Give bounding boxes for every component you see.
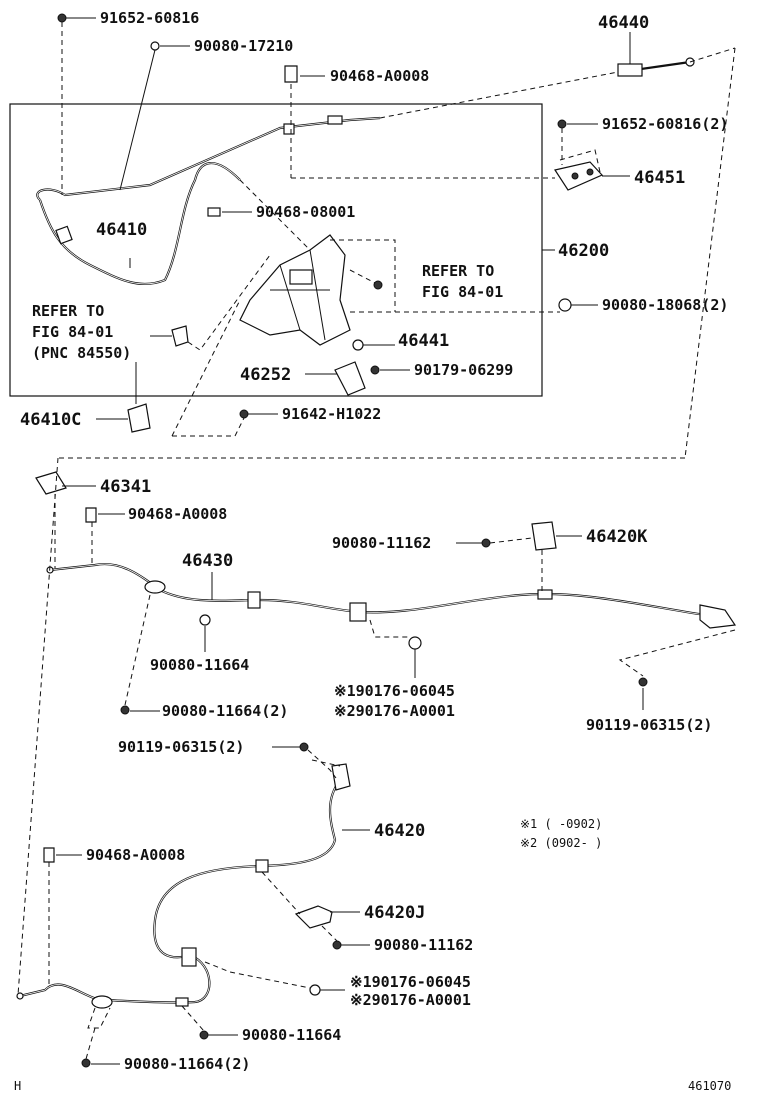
- label-90080-11664-bottom: 90080-11664: [242, 1026, 341, 1044]
- bracket-46341: [35, 471, 67, 495]
- label-90468-a0008-mid: 90468-A0008: [128, 505, 227, 523]
- cable-end-46440: [617, 57, 695, 77]
- label-46440: 46440: [598, 13, 649, 33]
- parking-lever-assembly: [239, 234, 366, 396]
- rear-cable-46420: [16, 763, 351, 1009]
- refer-fig-84-01-pnc-line1: REFER TO: [32, 302, 104, 320]
- label-91642-h1022: 91642-H1022: [282, 405, 381, 423]
- clip-46420J: [294, 905, 333, 929]
- refer-fig-84-01-pnc-line2: FIG 84-01: [32, 323, 113, 341]
- leaders-bottom: [48, 746, 370, 1065]
- label-46420: 46420: [374, 821, 425, 841]
- label-90119-06315-2-bottom: 90119-06315(2): [118, 738, 244, 756]
- part-labels: 91652-60816 90080-17210 90468-A0008 4644…: [14, 9, 731, 1093]
- refer-fig-84-01-line1: REFER TO: [422, 262, 494, 280]
- label-90080-11162-bottom: 90080-11162: [374, 936, 473, 954]
- label-46341: 46341: [100, 477, 151, 497]
- label-note2-90176-a0001-bottom: ※290176-A0001: [350, 991, 471, 1009]
- label-90468-08001: 90468-08001: [256, 203, 355, 221]
- label-46430: 46430: [182, 551, 233, 571]
- label-90080-17210: 90080-17210: [194, 37, 293, 55]
- label-90468-a0008-bottom: 90468-A0008: [86, 846, 185, 864]
- bracket-46451: [554, 161, 604, 191]
- label-90080-11162-mid: 90080-11162: [332, 534, 431, 552]
- note-2-date-range: ※2 (0902- ): [520, 836, 602, 850]
- label-91652-60816: 91652-60816: [100, 9, 199, 27]
- fasteners-middle: [85, 507, 648, 715]
- label-46441: 46441: [398, 331, 449, 351]
- label-46410c: 46410C: [20, 410, 81, 430]
- label-90119-06315-2-right: 90119-06315(2): [586, 716, 712, 734]
- label-90080-11664-2-bottom: 90080-11664(2): [124, 1055, 250, 1073]
- label-90468-a0008-top: 90468-A0008: [330, 67, 429, 85]
- refer-fig-84-01-pnc-line3: (PNC 84550): [32, 344, 131, 362]
- label-46200: 46200: [558, 241, 609, 261]
- label-91652-60816-2: 91652-60816(2): [602, 115, 728, 133]
- clip-46420K: [531, 521, 557, 551]
- leaders-top: [61, 17, 736, 459]
- label-46420k: 46420K: [586, 527, 648, 547]
- label-46420j: 46420J: [364, 903, 425, 923]
- fasteners-bottom: [43, 742, 342, 1068]
- label-46252: 46252: [240, 365, 291, 385]
- front-cable-46410: [36, 115, 381, 286]
- footer-figure-number: 461070: [688, 1079, 731, 1093]
- label-note1-90176-06045-mid: ※190176-06045: [334, 682, 455, 700]
- label-46451: 46451: [634, 168, 685, 188]
- label-note1-90176-06045-bottom: ※190176-06045: [350, 973, 471, 991]
- rear-cable-46430: [46, 562, 737, 629]
- leaders-middle: [17, 457, 736, 996]
- refer-fig-84-01-line2: FIG 84-01: [422, 283, 503, 301]
- fasteners-top: [57, 13, 572, 433]
- label-90179-06299: 90179-06299: [414, 361, 513, 379]
- label-90080-11664-mid: 90080-11664: [150, 656, 249, 674]
- label-46410: 46410: [96, 220, 147, 240]
- label-90080-11664-2-mid: 90080-11664(2): [162, 702, 288, 720]
- footer-left-code: H: [14, 1079, 21, 1093]
- label-90080-18068-2: 90080-18068(2): [602, 296, 728, 314]
- note-1-date-range: ※1 ( -0902): [520, 817, 602, 831]
- label-note2-90176-a0001-mid: ※290176-A0001: [334, 702, 455, 720]
